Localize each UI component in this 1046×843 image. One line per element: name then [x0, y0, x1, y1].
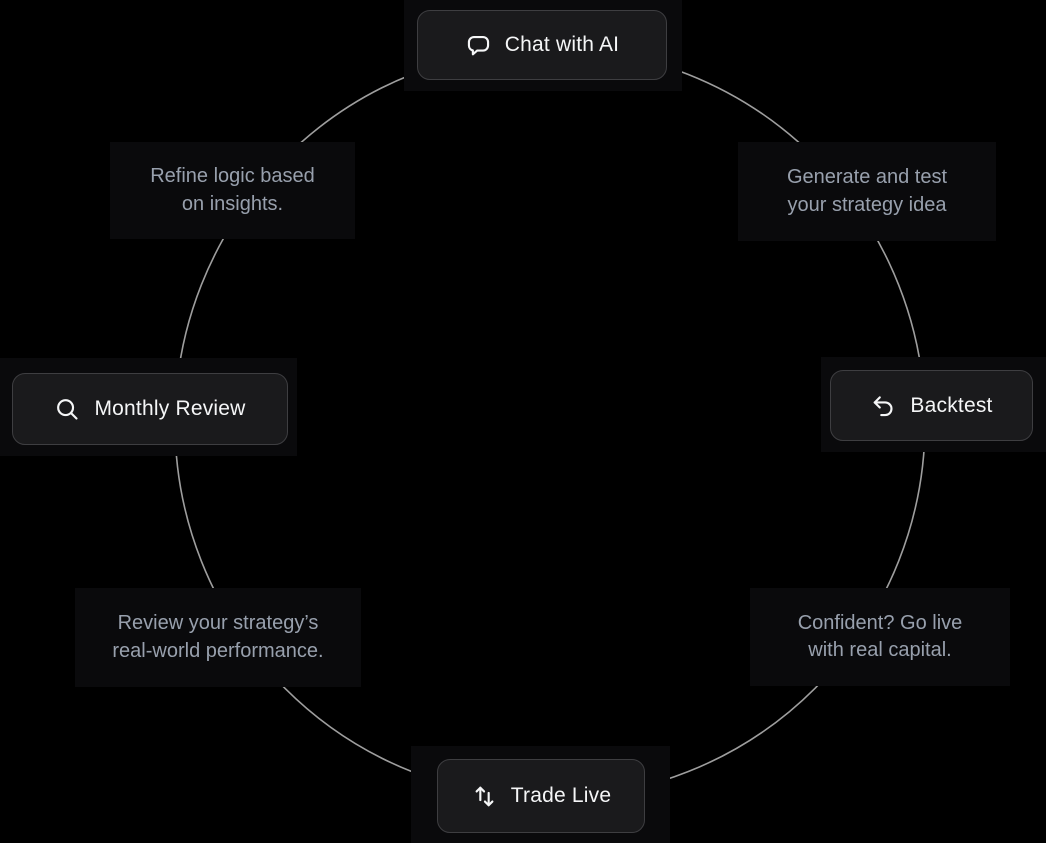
backtest-button[interactable]: Backtest: [830, 370, 1033, 441]
caption-line: Generate and test: [786, 166, 948, 188]
caption-review-performance: Review your strategy’s real-world perfor…: [75, 588, 361, 687]
caption-line: real-world performance.: [112, 639, 324, 662]
caption-generate-test: Generate and test your strategy idea: [738, 142, 996, 241]
caption-line: Review your strategy’s: [117, 612, 319, 634]
button-label: Chat with AI: [504, 33, 620, 56]
caption-line: Confident? Go live: [797, 611, 963, 634]
magnifier-icon: [57, 398, 79, 420]
caption-go-live: Confident? Go live with real capital.: [750, 588, 1010, 686]
up-down-arrows-icon: [475, 786, 494, 806]
chat-bubble-icon: [467, 35, 489, 55]
button-label: Trade Live: [510, 784, 612, 807]
caption-line: with real capital.: [808, 639, 952, 661]
button-label: Monthly Review: [94, 397, 246, 420]
undo-arrow-icon: [874, 396, 893, 417]
button-label: Backtest: [910, 393, 993, 417]
caption-line: your strategy idea: [787, 193, 947, 216]
trade-live-button[interactable]: Trade Live: [437, 759, 645, 833]
caption-line: on insights.: [181, 192, 284, 215]
monthly-review-button[interactable]: Monthly Review: [12, 373, 288, 445]
caption-line: Refine logic based: [150, 165, 315, 187]
caption-refine-logic: Refine logic based on insights.: [110, 142, 355, 239]
chat-with-ai-button[interactable]: Chat with AI: [417, 10, 667, 80]
